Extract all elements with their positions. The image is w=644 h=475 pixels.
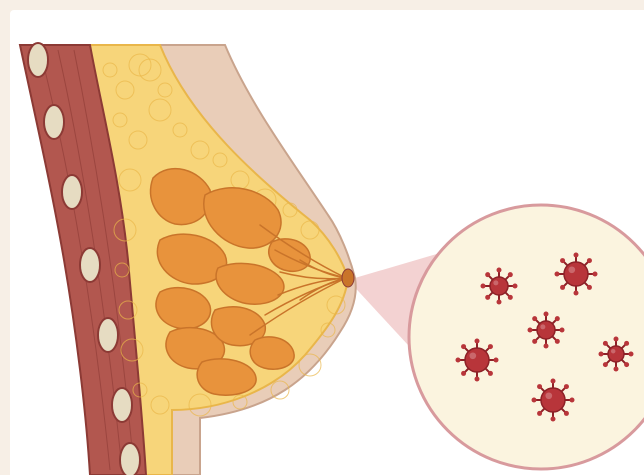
rib [98, 318, 118, 352]
rib [112, 388, 132, 422]
breast-anatomy-illustration [10, 10, 644, 475]
magnifier-circle [409, 205, 644, 469]
rib [120, 443, 140, 475]
illustration-panel [10, 10, 644, 475]
rib [80, 248, 100, 282]
rib [28, 43, 48, 77]
virus-particle [532, 379, 575, 422]
virus-particle [599, 337, 634, 372]
nipple [342, 269, 354, 287]
rib [44, 105, 64, 139]
virus-particle [481, 268, 518, 305]
virus-particle [456, 339, 499, 382]
virus-particle [555, 253, 598, 296]
virus-particle [528, 312, 565, 349]
rib [62, 175, 82, 209]
